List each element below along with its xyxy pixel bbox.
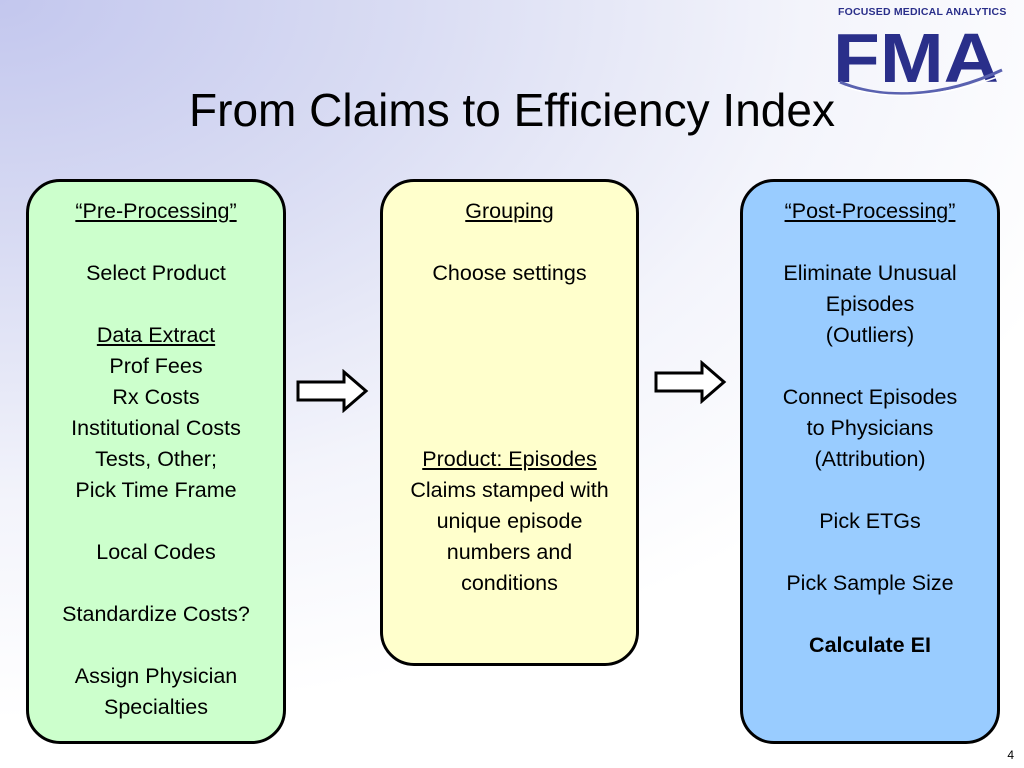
logo-mark-text: FMA	[833, 20, 999, 97]
episodes-desc-line1: Claims stamped with	[410, 478, 609, 502]
grouping-box: Grouping Choose settings Product: Episod…	[380, 179, 639, 666]
pre-processing-box: “Pre-Processing” Select Product Data Ext…	[26, 179, 286, 744]
prof-fees: Prof Fees	[109, 354, 203, 378]
grouping-heading: Grouping	[465, 199, 554, 223]
logo-tagline: FOCUSED MEDICAL ANALYTICS	[838, 6, 1007, 18]
post-processing-box: “Post-Processing” Eliminate Unusual Epis…	[740, 179, 1000, 744]
logo-swoosh	[839, 68, 1003, 96]
fma-logo: FOCUSED MEDICAL ANALYTICS FMA	[832, 6, 1007, 97]
assign-physician-line2: Specialties	[104, 695, 208, 719]
product-episodes-heading: Product: Episodes	[422, 447, 597, 471]
episodes-desc-line2: unique episode	[436, 509, 583, 533]
connect-line2: to Physicians	[806, 416, 934, 440]
calculate-ei: Calculate EI	[809, 633, 931, 657]
pre-processing-heading: “Pre-Processing”	[75, 199, 237, 223]
pick-time-frame: Pick Time Frame	[75, 478, 237, 502]
logo-mark: FMA	[833, 20, 1003, 97]
eliminate-line3: (Outliers)	[825, 323, 915, 347]
eliminate-line1: Eliminate Unusual	[783, 261, 957, 285]
tests-other: Tests, Other;	[95, 447, 217, 471]
institutional-costs: Institutional Costs	[71, 416, 241, 440]
assign-physician-line1: Assign Physician	[74, 664, 238, 688]
rx-costs: Rx Costs	[112, 385, 200, 409]
episodes-desc-line3: numbers and	[446, 540, 573, 564]
connect-line1: Connect Episodes	[782, 385, 958, 409]
connect-line3: (Attribution)	[814, 447, 926, 471]
local-codes: Local Codes	[96, 540, 216, 564]
post-processing-heading: “Post-Processing”	[784, 199, 956, 223]
arrow-right-icon	[296, 369, 369, 413]
slide-title: From Claims to Efficiency Index	[189, 84, 835, 136]
pick-etgs: Pick ETGs	[819, 509, 921, 533]
data-extract-heading: Data Extract	[96, 323, 216, 347]
eliminate-line2: Episodes	[825, 292, 915, 316]
standardize-costs: Standardize Costs?	[62, 602, 250, 626]
choose-settings: Choose settings	[432, 261, 587, 285]
episodes-desc-line4: conditions	[461, 571, 558, 595]
pick-sample-size: Pick Sample Size	[786, 571, 954, 595]
page-number: 4	[1007, 748, 1014, 762]
logo-swoosh-inner	[845, 75, 1001, 97]
select-product: Select Product	[86, 261, 226, 285]
arrow-right-icon	[654, 360, 727, 404]
